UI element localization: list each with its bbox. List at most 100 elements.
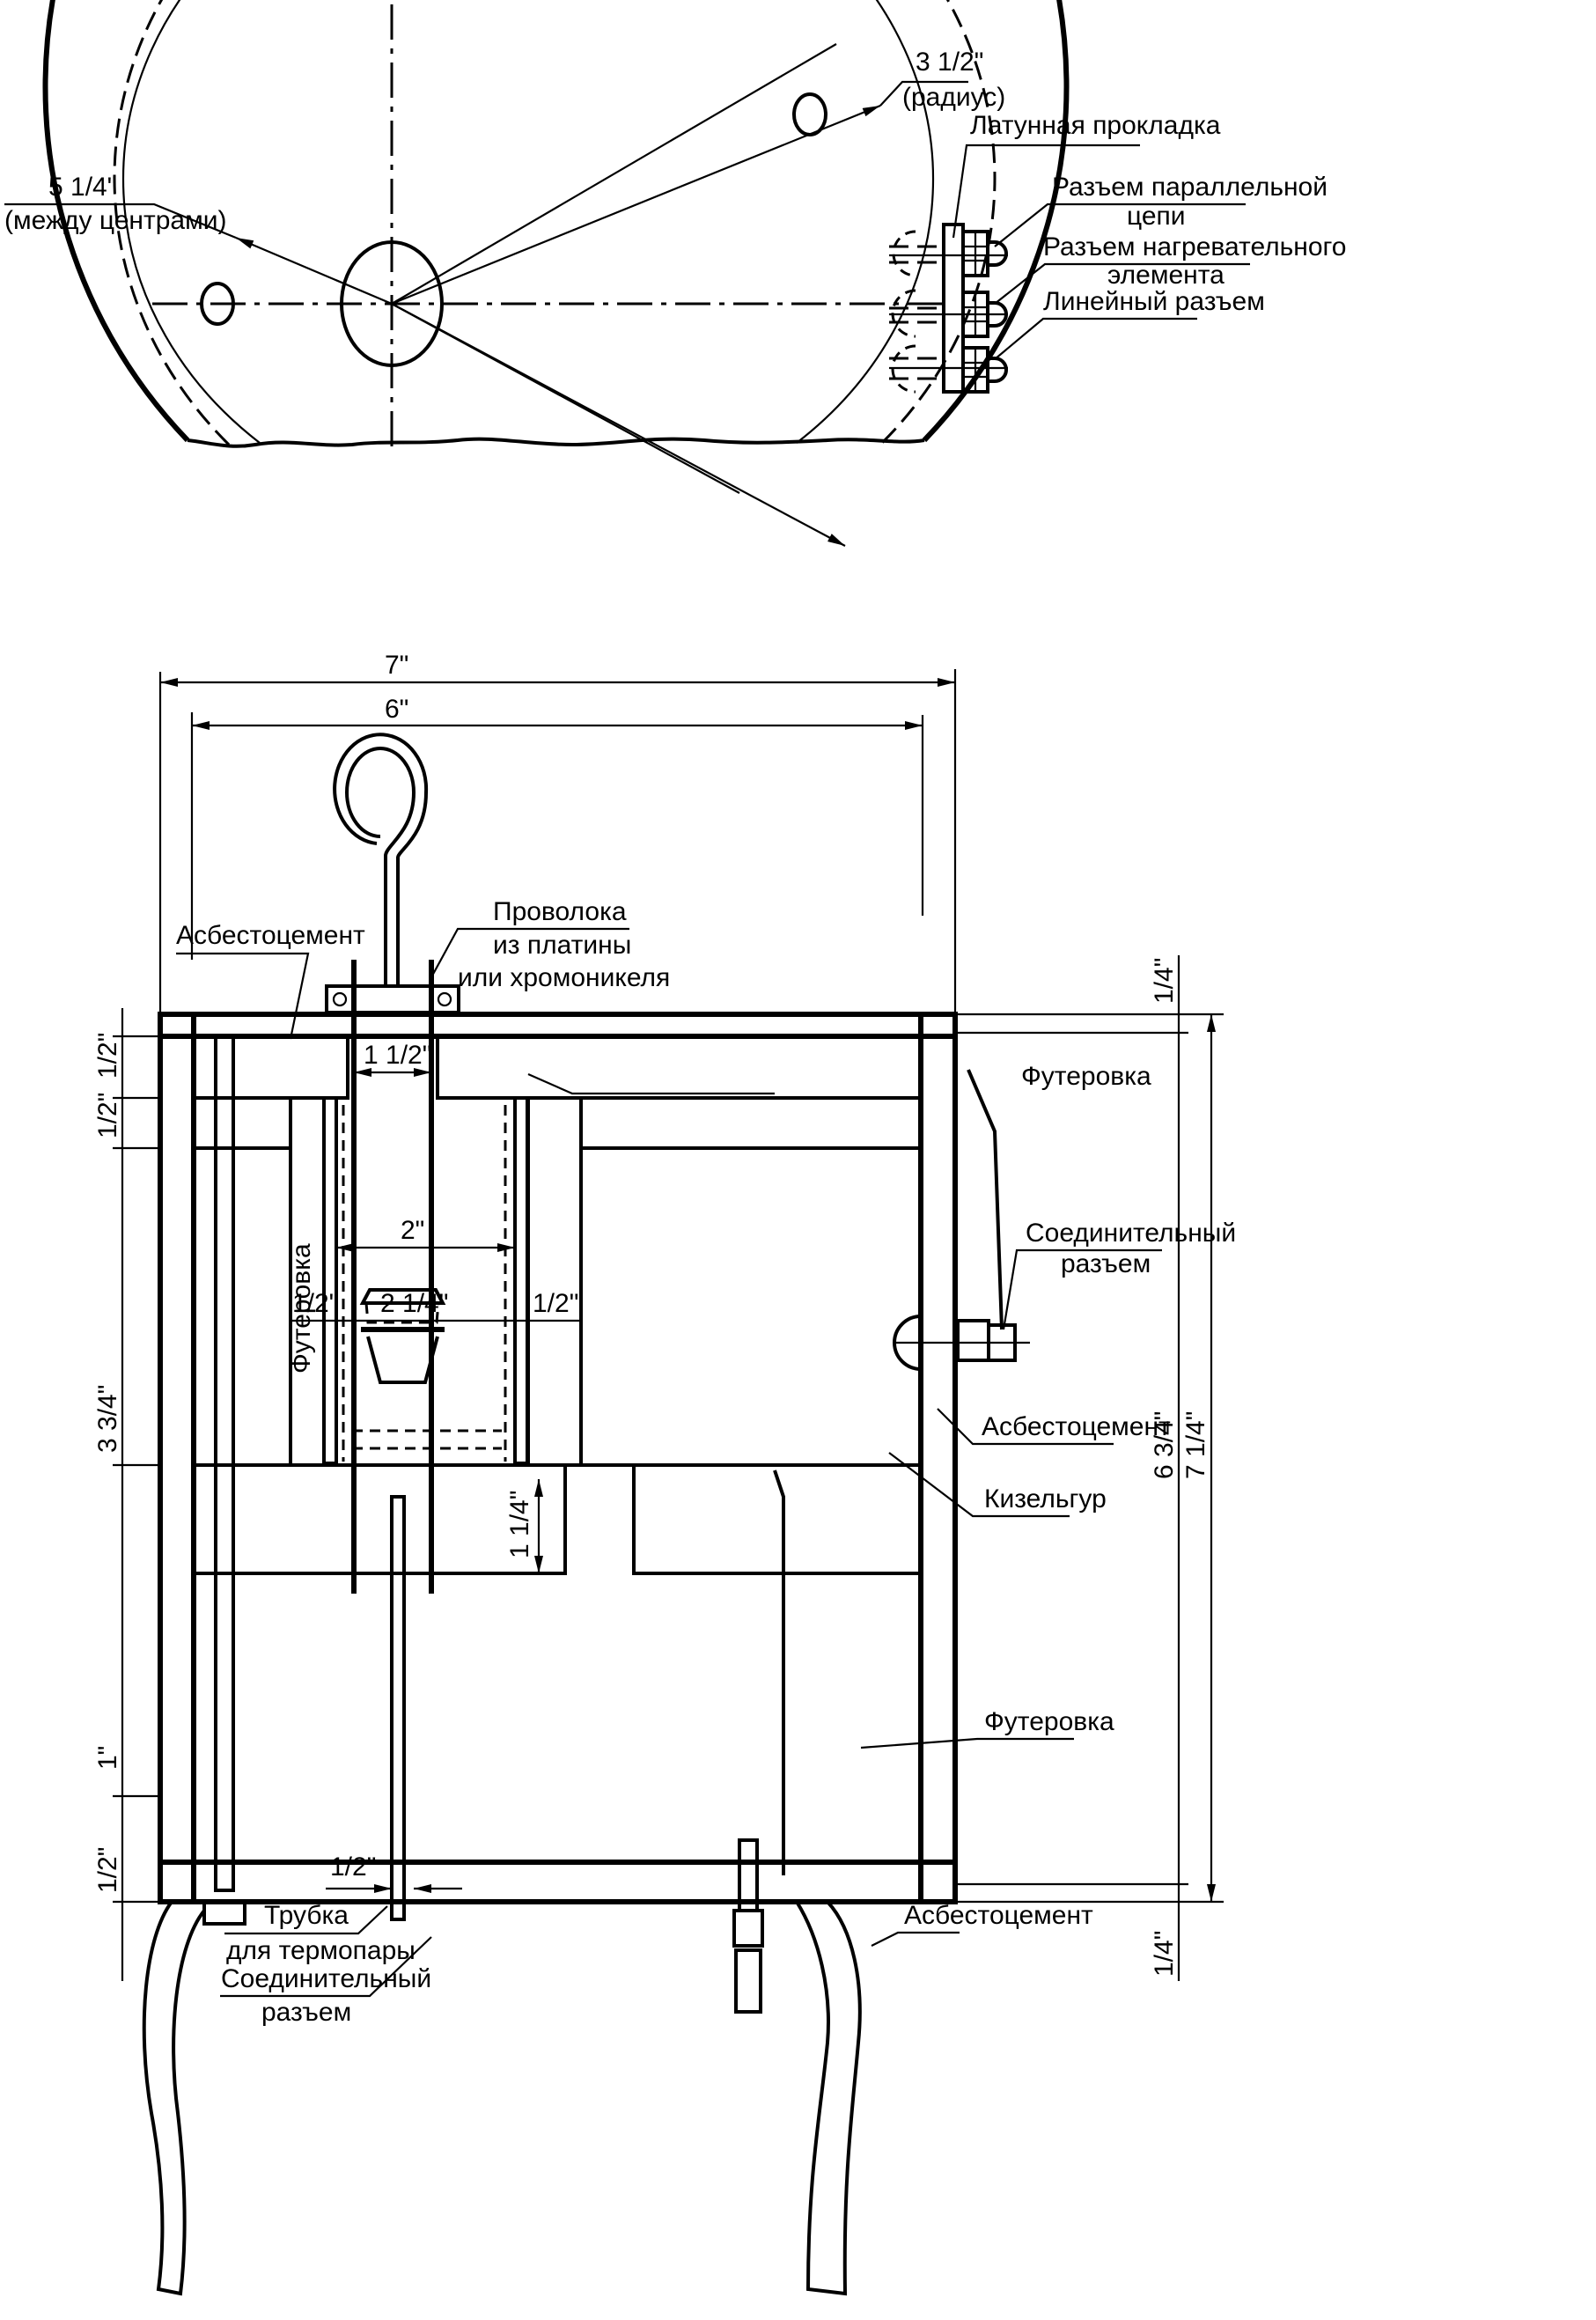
leg-right xyxy=(795,1900,862,2296)
label-thermocouple-1: Трубка xyxy=(264,1901,349,1930)
connector-line xyxy=(889,344,1008,394)
dim-between-centers-line xyxy=(235,236,393,306)
top-view: 5 1/4" (между центрами) 3 1/2" (радиус) … xyxy=(4,0,1347,547)
leader-thermocouple xyxy=(224,1905,388,1935)
heater-coil-left xyxy=(322,1096,338,1465)
bolt-nut xyxy=(202,1900,246,1926)
dim-left-top-half: 1/2" xyxy=(93,1033,122,1079)
bolt-left xyxy=(200,282,235,326)
outer-rim xyxy=(42,0,1070,443)
rim-break-line xyxy=(187,437,925,448)
dim-tube-gap: 1/2" xyxy=(330,1852,376,1882)
label-connector-bottom-2: разъем xyxy=(261,1998,351,2027)
dim-overall-width-label: 7" xyxy=(385,651,408,680)
lifting-hook xyxy=(345,747,416,986)
crucible-body xyxy=(366,1336,439,1384)
connector-parallel xyxy=(889,230,1008,277)
dim-radius-note: (радиус) xyxy=(902,83,1005,112)
section-view: 7" 6" xyxy=(93,651,1236,2296)
dim-between-centers-value: 5 1/4" xyxy=(48,173,116,202)
label-heater-connector-2: элемента xyxy=(1107,261,1225,290)
dim-between-centers-note: (между центрами) xyxy=(4,206,226,235)
dim-right-bottom-quarter: 1/4" xyxy=(1150,1931,1179,1977)
asbestos-band-left xyxy=(192,1096,292,1150)
label-connector-side-1: Соединительный xyxy=(1026,1219,1236,1248)
inner-circle xyxy=(121,0,935,444)
dim-radius-value: 3 1/2" xyxy=(916,48,983,77)
dim-left-bottom-half: 1/2" xyxy=(93,1847,122,1893)
left-dimensions xyxy=(113,1008,160,1981)
label-lining-vertical: Футеровка xyxy=(287,1243,316,1374)
brass-gasket xyxy=(942,223,965,394)
label-asbestos-side: Асбестоцемент xyxy=(982,1412,1171,1441)
long-bolt xyxy=(214,1035,235,1892)
leader-asbestos-bottom xyxy=(871,1931,960,1947)
dim-right-six-three-quarters: 6 3/4" xyxy=(1150,1411,1179,1479)
label-lining-bottom: Футеровка xyxy=(984,1707,1114,1736)
bolt-circle xyxy=(113,0,997,446)
lining-top-right xyxy=(436,1035,923,1100)
label-brass-gasket: Латунная прокладка xyxy=(970,111,1221,140)
leader-lining-bottom xyxy=(860,1737,1074,1749)
leader-asbestos-top xyxy=(176,952,310,1040)
asbestos-top-layer xyxy=(158,1012,958,1039)
dim-gap-right: 1/2" xyxy=(533,1289,578,1318)
leader-connector-side xyxy=(1002,1248,1162,1330)
label-wire-1: Проволока xyxy=(493,897,627,926)
lining-vertical-right xyxy=(526,1096,583,1467)
dim-bottom-block: 1 1/4" xyxy=(505,1491,534,1558)
leader-asbestos-side xyxy=(937,1408,1114,1446)
heater-coil-right xyxy=(513,1096,529,1465)
leader-heater xyxy=(994,262,1250,305)
bottom-connector xyxy=(732,1469,785,2014)
label-asbestos-top: Асбестоцемент xyxy=(176,921,365,950)
label-kieselguhr: Кизельгур xyxy=(984,1484,1107,1514)
asbestos-right-wall xyxy=(918,1012,958,1904)
asbestos-bottom-layer xyxy=(158,1860,958,1904)
label-thermocouple-2: для термопары xyxy=(226,1936,416,1965)
dim-bore-2: 2" xyxy=(401,1216,424,1245)
connector-heater xyxy=(889,289,1008,338)
leader-connector-bottom xyxy=(220,1936,432,1998)
leader-wire xyxy=(430,927,629,978)
dim-right-top-quarter: 1/4" xyxy=(1150,958,1179,1004)
label-line-connector: Линейный разъем xyxy=(1043,287,1265,316)
side-connector xyxy=(893,1069,1030,1371)
label-parallel-connector-2: цепи xyxy=(1127,202,1186,231)
dim-left-one: 1" xyxy=(93,1746,122,1770)
kieselguhr-left xyxy=(192,1146,292,1467)
thermocouple-tube xyxy=(390,1495,406,1921)
leader-lining-top xyxy=(527,1072,775,1095)
label-asbestos-bottom: Асбестоцемент xyxy=(904,1901,1093,1930)
right-dimensions xyxy=(955,955,1224,1981)
leader-parallel xyxy=(994,203,1246,247)
dim-left-three-three-quarters: 3 3/4" xyxy=(93,1385,122,1453)
asbestos-left-wall xyxy=(158,1012,196,1904)
ray-lower-arrow xyxy=(391,303,846,547)
leg-left xyxy=(142,1900,206,2296)
leader-brass-gasket xyxy=(952,144,1140,239)
label-connector-side-2: разъем xyxy=(1061,1249,1151,1278)
label-connector-bottom-1: Соединительный xyxy=(221,1964,431,1993)
label-heater-connector-1: Разъем нагревательного xyxy=(1043,232,1347,261)
dim-left-second-half: 1/2" xyxy=(93,1093,122,1138)
dim-radius-leader xyxy=(879,80,968,107)
label-wire-2: из платины xyxy=(493,931,631,960)
dim-bore-top: 1 1/2" xyxy=(364,1041,431,1070)
dim-radius-line xyxy=(391,104,881,306)
bolt-top xyxy=(792,92,827,136)
leader-kieselguhr xyxy=(888,1452,1070,1518)
label-wire-3: или хромоникеля xyxy=(458,963,670,992)
lining-bottom-left xyxy=(192,1463,567,1575)
label-parallel-connector-1: Разъем параллельной xyxy=(1052,173,1328,202)
dim-bore-2-1-4: 2 1/4" xyxy=(380,1289,448,1318)
dim-gap-left: 1/2" xyxy=(292,1289,338,1318)
screw-icon xyxy=(437,991,452,1007)
leader-line-connector xyxy=(994,317,1197,360)
crucible-inner xyxy=(364,1302,440,1324)
crucible-rim xyxy=(359,1288,446,1305)
asbestos-band-right xyxy=(579,1096,923,1150)
kieselguhr-right xyxy=(579,1146,923,1467)
lining-bottom-right xyxy=(632,1463,923,1575)
